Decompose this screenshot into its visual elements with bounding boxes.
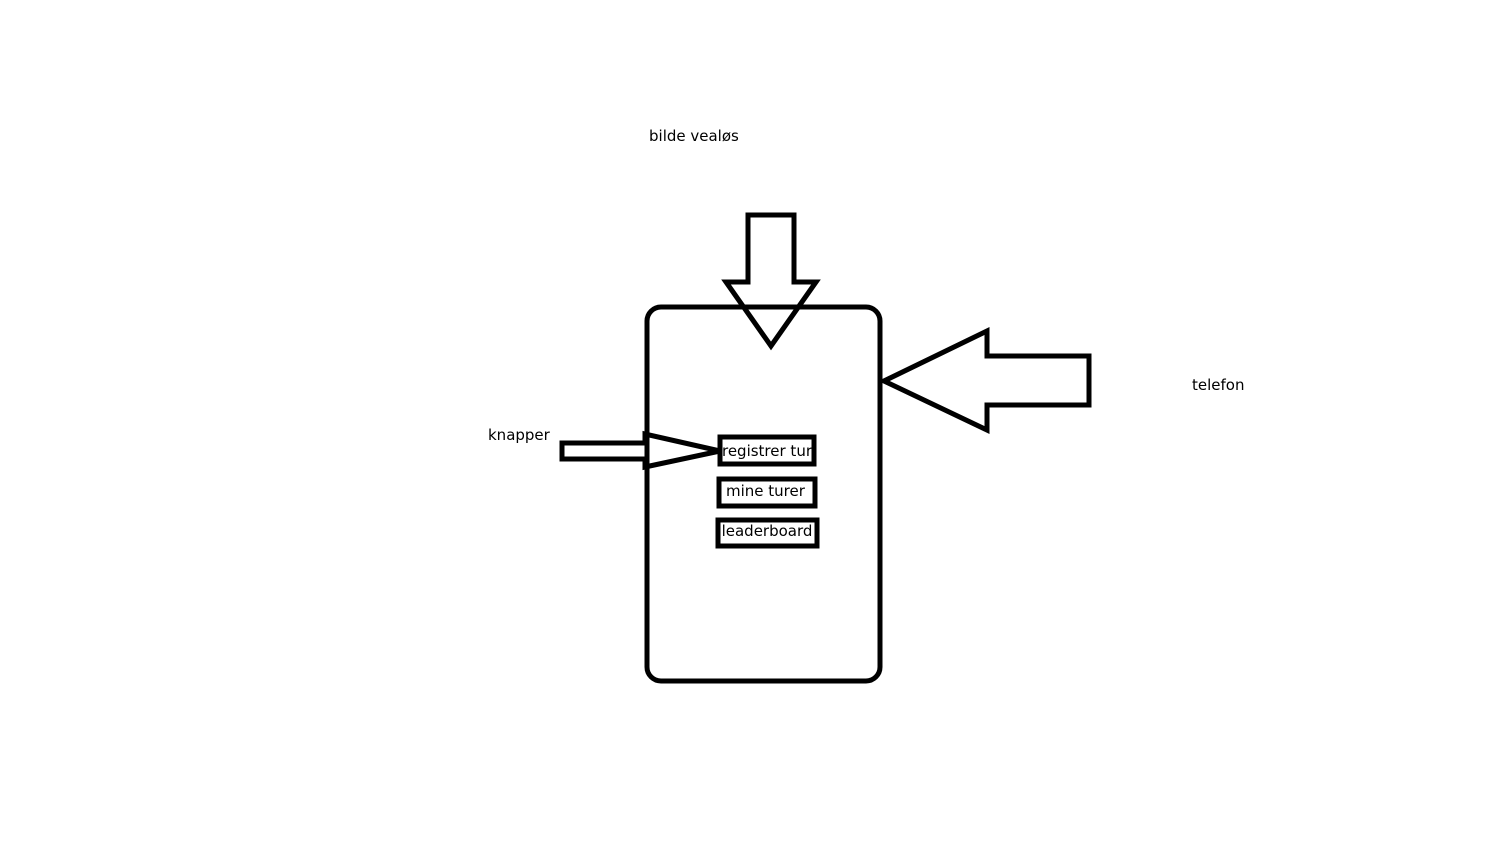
button-label: registrer tur <box>722 442 813 460</box>
label-top-image: bilde vealøs <box>649 127 739 145</box>
phone-button-registrer-tur[interactable]: registrer tur <box>717 434 817 467</box>
label-buttons: knapper <box>488 426 551 444</box>
label-phone: telefon <box>1192 376 1244 394</box>
phone-outline <box>644 304 883 684</box>
arrow-left-to-phone <box>878 327 1092 434</box>
arrow-down-to-image <box>721 212 821 351</box>
phone-button-leaderboard[interactable]: leaderboard <box>715 517 820 549</box>
phone-button-mine-turer[interactable]: mine turer <box>716 476 818 509</box>
arrow-right-to-buttons <box>559 430 721 471</box>
button-label: mine turer <box>726 482 806 500</box>
button-label: leaderboard <box>722 522 813 540</box>
